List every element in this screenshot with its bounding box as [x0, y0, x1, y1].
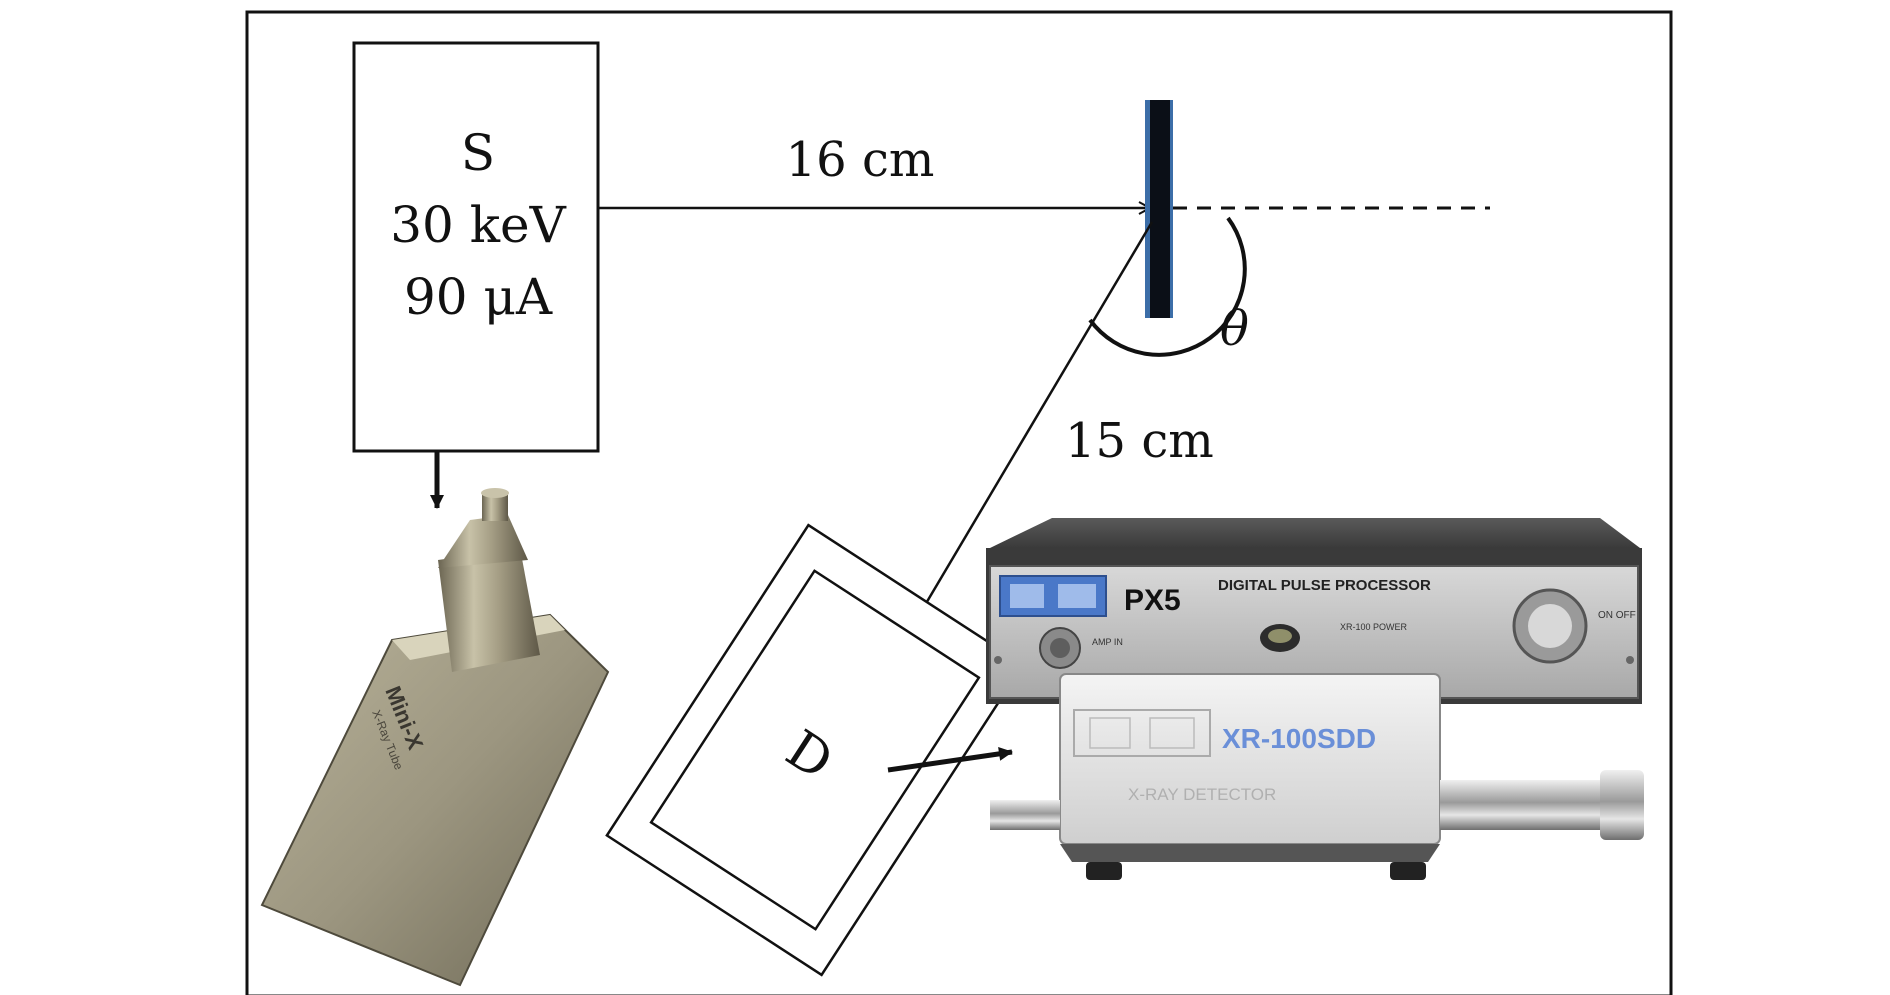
source-symbol: S: [461, 124, 495, 182]
distance-target-detector: 15 cm: [1065, 413, 1214, 469]
scattered-beam-arrow: [910, 221, 1154, 627]
angle-theta-label: θ: [1220, 301, 1249, 357]
px5-power-label: XR-100 POWER: [1340, 622, 1408, 632]
distance-source-target: 16 cm: [786, 132, 935, 188]
detector-to-unit-arrow: [887, 746, 1013, 773]
detector-model-label: XR-100SDD: [1222, 723, 1376, 754]
figure-frame: [245, 10, 1673, 995]
target-plate: [1150, 100, 1170, 318]
source-box: [352, 41, 600, 453]
angle-arc: [1088, 216, 1247, 357]
source-current: 90 μA: [404, 268, 553, 326]
px5-model-label: PX5: [1124, 584, 1181, 617]
source-energy: 30 keV: [390, 196, 566, 254]
detector-d-symbol: [605, 523, 1025, 977]
px5-amp-label: AMP IN: [1092, 637, 1123, 647]
xr100sdd-detector-unit: XR-100SDD X-RAY DETECTOR: [990, 673, 1644, 880]
detector-type-label: X-RAY DETECTOR: [1128, 785, 1276, 804]
px5-title-label: DIGITAL PULSE PROCESSOR: [1218, 577, 1431, 594]
mini-x-xray-tube: Mini-X X-Ray Tube: [260, 488, 610, 987]
px5-onoff-label: ON OFF: [1598, 610, 1636, 621]
